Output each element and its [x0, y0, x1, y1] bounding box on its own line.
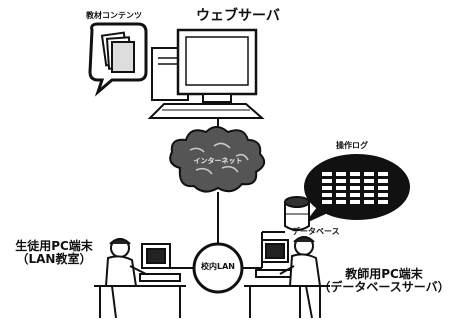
- cloud-icon: [169, 126, 266, 193]
- student-pc-label-line2: （LAN教室）: [16, 251, 92, 266]
- teacher-pc-label-line2: （データベースサーバ）: [318, 279, 450, 294]
- student-pc-label-line1: 生徒用PC端末: [15, 239, 93, 253]
- web-server-label: ウェブサーバ: [196, 8, 280, 24]
- content-label: 教材コンテンツ: [86, 11, 142, 20]
- lan-label: 校内LAN: [201, 262, 235, 271]
- database-cylinder-icon: [284, 196, 310, 231]
- database-label: データベース: [292, 227, 340, 236]
- student-pc-label: 生徒用PC端末 （LAN教室）: [2, 240, 106, 265]
- server-computer-icon: [147, 28, 265, 119]
- internet-label: インターネット: [193, 157, 243, 165]
- document-stack-icon: [88, 22, 148, 97]
- lan-hub-icon: [192, 242, 244, 294]
- teacher-pc-label: 教師用PC端末 （データベースサーバ）: [314, 268, 454, 293]
- teacher-pc-label-line1: 教師用PC端末: [345, 267, 423, 281]
- teacher-computer-icon: [244, 236, 330, 319]
- student-computer-icon: [94, 238, 186, 319]
- log-label: 操作ログ: [336, 141, 368, 150]
- log-table-icon: [304, 154, 410, 224]
